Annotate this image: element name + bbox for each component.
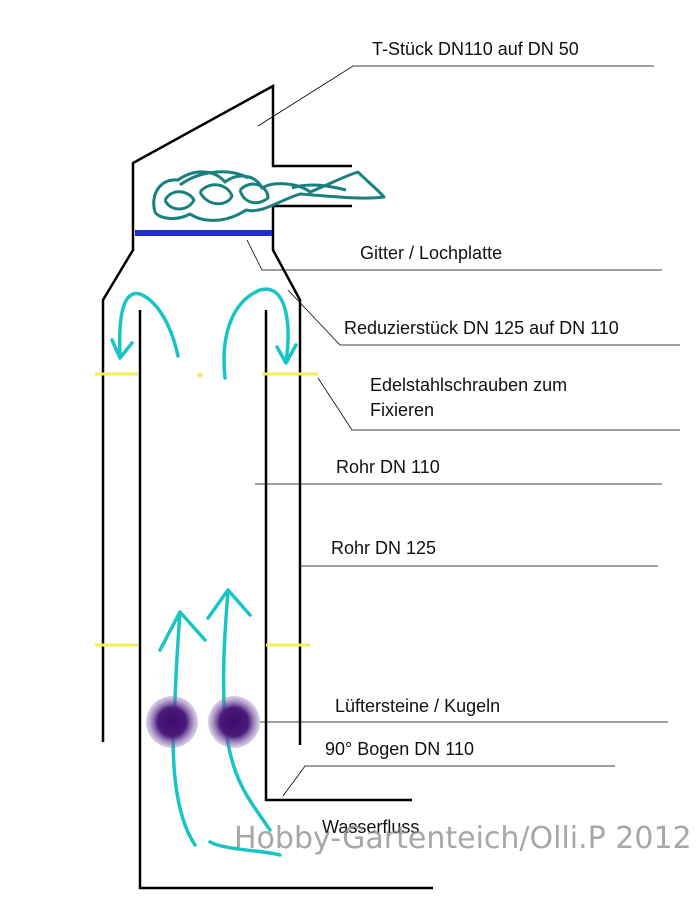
- reducer: [101, 236, 302, 745]
- filter-media: [152, 170, 386, 222]
- label-schrauben-2: Fixieren: [370, 400, 434, 420]
- inner-pipe: [138, 310, 433, 890]
- label-reduzierstueck: Reduzierstück DN 125 auf DN 110: [344, 318, 619, 338]
- screw-dot: [197, 372, 203, 378]
- watermark: Hobby-Gartenteich/Olli.P 2012: [234, 821, 692, 856]
- aerator-stones: [146, 696, 260, 748]
- label-gitter: Gitter / Lochplatte: [360, 243, 502, 263]
- label-luftersteine: Lüftersteine / Kugeln: [335, 696, 500, 716]
- label-bogen: 90° Bogen DN 110: [325, 739, 474, 759]
- screws: [95, 372, 318, 647]
- label-rohr-dn125: Rohr DN 125: [331, 538, 436, 558]
- label-rohr-dn110: Rohr DN 110: [336, 457, 440, 477]
- label-schrauben-1: Edelstahlschrauben zum: [370, 375, 567, 395]
- label-wasserfluss: Wasserfluss: [322, 817, 419, 837]
- leader-lines: [246, 65, 680, 797]
- label-t-stueck: T-Stück DN110 auf DN 50: [372, 39, 579, 59]
